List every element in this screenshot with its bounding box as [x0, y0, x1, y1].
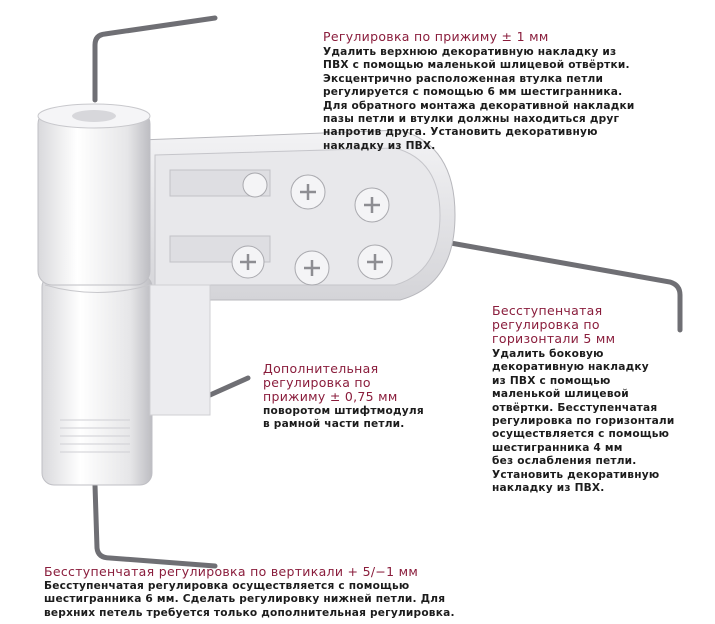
annotation-line: верхних петель требуется только дополнит…: [44, 606, 455, 619]
annotation-line: Для обратного монтажа декоративной накла…: [323, 99, 635, 112]
annotation-line: осуществляется с помощью: [492, 428, 670, 441]
annotation-line: Установить декоративную: [492, 468, 660, 481]
annotation-line: Эксцентрично расположенная втулка петли: [323, 72, 604, 85]
annotation-middle: Дополнительная регулировка по прижиму ± …: [263, 362, 424, 432]
annotation-right: Бесступенчатая регулировка по горизонтал…: [492, 304, 675, 495]
annotation-line: шестигранника 6 мм. Сделать регулировку …: [44, 593, 446, 606]
annotation-line: из ПВХ с помощью: [492, 374, 611, 387]
annotation-line: накладку из ПВХ.: [492, 482, 605, 495]
hinge-barrel: [37, 103, 211, 486]
annotation-title: Дополнительная: [263, 361, 379, 376]
hex-key-middle: [207, 375, 251, 398]
annotation-line: поворотом штифтмодуля: [263, 405, 424, 417]
hex-key-top: [92, 15, 218, 103]
hex-key-right: [442, 239, 683, 333]
annotation-line: без ослабления петли.: [492, 455, 637, 468]
annotation-title: Бесступенчатая: [492, 303, 603, 318]
annotation-line: Удалить верхнюю декоративную накладку из: [323, 46, 617, 58]
annotation-title: прижиму ± 0,75 мм: [263, 389, 398, 404]
annotation-line: Удалить боковую: [492, 348, 604, 360]
hex-key-bottom: [92, 482, 218, 569]
annotation-line: шестигранника 4 мм: [492, 441, 623, 454]
annotation-line: отвёртки. Бесступенчатая: [492, 401, 658, 414]
annotation-line: декоративную накладку: [492, 361, 649, 374]
annotation-line: регулируется с помощью 6 мм шестигранник…: [323, 86, 623, 99]
annotation-line: ПВХ с помощью маленькой шлицевой отвёртк…: [323, 59, 630, 72]
annotation-line: Бесступенчатая регулировка осуществляетс…: [44, 580, 410, 592]
annotation-line: в рамной части петли.: [263, 418, 405, 431]
annotation-title: регулировка по: [263, 375, 371, 390]
annotation-top: Регулировка по прижиму ± 1 мм Удалить ве…: [323, 30, 635, 153]
annotation-line: напротив друга. Установить декоративную: [323, 126, 598, 139]
annotation-line: регулировка по горизонтали: [492, 415, 675, 428]
annotation-line: маленькой шлицевой: [492, 388, 629, 401]
annotation-line: накладку из ПВХ.: [323, 139, 436, 152]
annotation-title: Бесступенчатая регулировка по вертикали …: [44, 564, 419, 579]
annotation-title: горизонтали 5 мм: [492, 331, 616, 346]
hinge-plate: [139, 129, 456, 301]
annotation-line: пазы петли и втулки должны находиться др…: [323, 113, 620, 126]
annotation-title: Регулировка по прижиму ± 1 мм: [323, 29, 549, 44]
annotation-title: регулировка по: [492, 317, 600, 332]
annotation-bottom: Бесступенчатая регулировка по вертикали …: [44, 565, 455, 620]
